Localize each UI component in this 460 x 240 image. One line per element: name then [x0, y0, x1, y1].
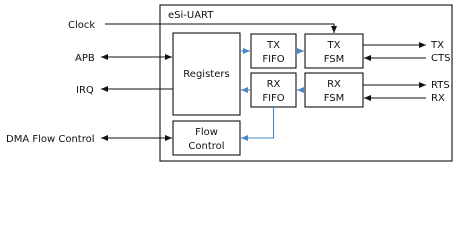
- irq-label: IRQ: [76, 85, 94, 96]
- apb-label: APB: [75, 53, 95, 64]
- dma-flow-control-label: DMA Flow Control: [6, 134, 95, 145]
- rx-fifo-label-line1: RX: [267, 79, 281, 90]
- tx-signal-label: TX: [430, 40, 444, 51]
- clock-arrow: [105, 23, 337, 33]
- registers-label: Registers: [183, 69, 229, 80]
- rx-fifo-to-flow-control-arrow: [241, 107, 275, 141]
- tx-fifo-label-line1: TX: [266, 40, 280, 51]
- tx-fifo-block: [250, 33, 297, 69]
- uart-block-diagram: eSi-UART Registers TX FIFO TX FSM RX FIF…: [6, 4, 453, 162]
- flow-control-label-line2: Control: [188, 141, 224, 152]
- module-title: eSi-UART: [168, 10, 214, 21]
- rx-fsm-label-line2: FSM: [324, 93, 345, 104]
- rx-fsm-block: [304, 72, 364, 108]
- rx-signal-label: RX: [431, 93, 445, 104]
- tx-fifo-label-line2: FIFO: [262, 54, 284, 65]
- rx-fifo-label-line2: FIFO: [262, 93, 284, 104]
- tx-fsm-block: [304, 33, 364, 69]
- rts-signal-label: RTS: [431, 80, 450, 91]
- clock-label: Clock: [68, 20, 95, 31]
- cts-signal-label: CTS: [431, 53, 450, 64]
- tx-fsm-label-line2: FSM: [324, 54, 345, 65]
- flow-control-block: [172, 120, 241, 156]
- diagram-canvas: eSi-UART Registers TX FIFO TX FSM RX FIF…: [6, 4, 453, 162]
- tx-fsm-label-line1: TX: [327, 40, 341, 51]
- rx-fsm-label-line1: RX: [327, 79, 341, 90]
- flow-control-label-line1: Flow: [195, 127, 218, 138]
- registers-block: [172, 32, 241, 116]
